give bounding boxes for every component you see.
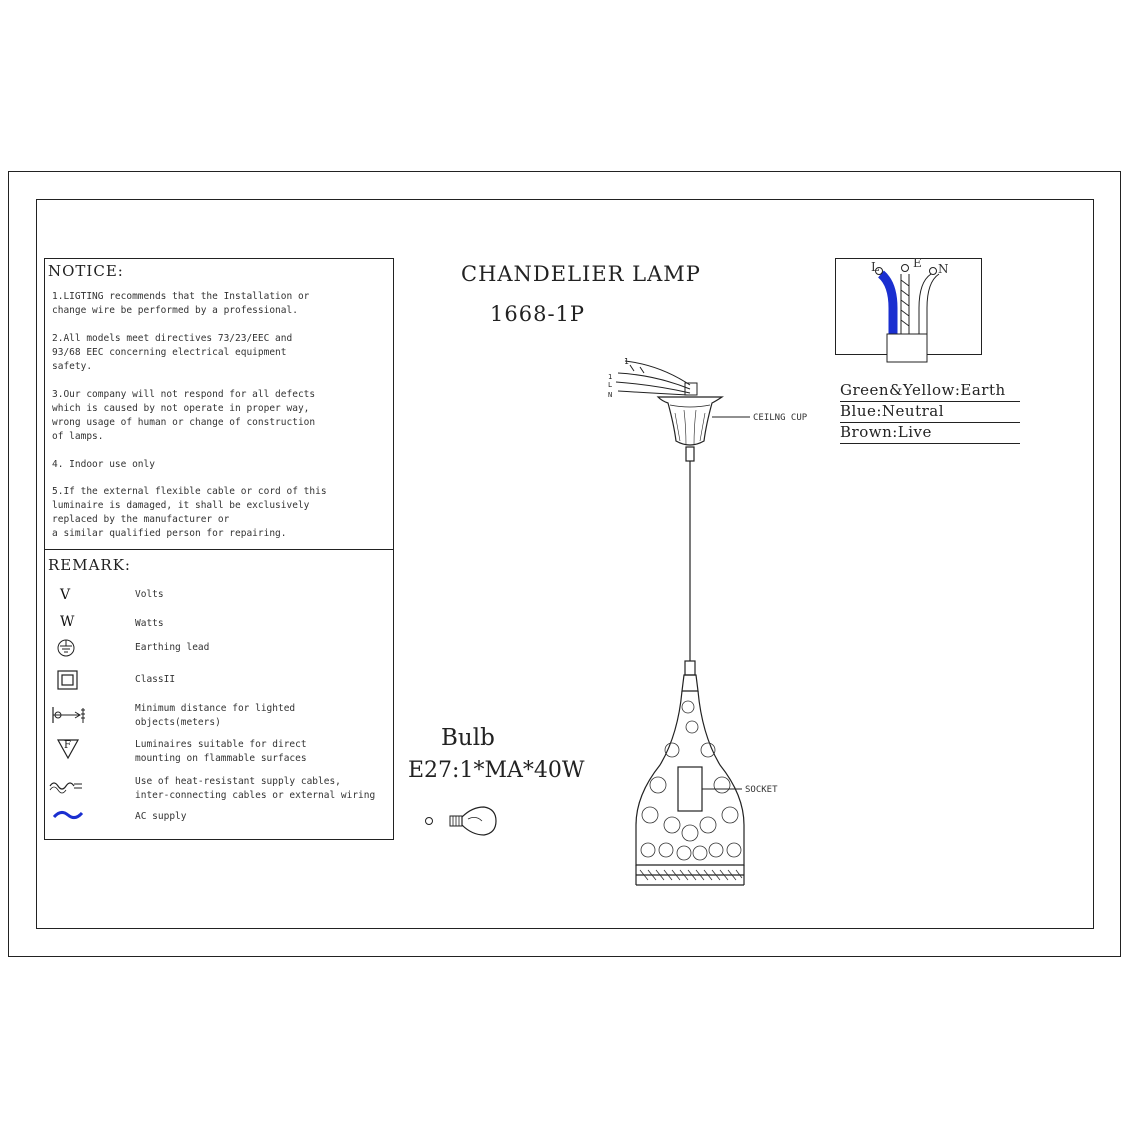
legend-neutral: Blue:Neutral — [840, 402, 1020, 423]
notice-item-5: 5.If the external flexible cable or cord… — [52, 486, 327, 539]
remark-volts: Volts — [135, 589, 164, 600]
terminal-l: L — [871, 260, 879, 274]
notice-item-4: 4. Indoor use only — [52, 459, 155, 470]
ceiling-cup — [656, 396, 724, 462]
remark-class-ii: ClassII — [135, 674, 176, 685]
terminal-n: N — [938, 262, 949, 276]
watts-symbol: W — [60, 614, 75, 630]
earthing-lead-icon — [57, 639, 75, 657]
legend-live: Brown:Live — [840, 423, 1020, 444]
volts-symbol: V — [60, 587, 71, 603]
bulb-spec: E27:1*MA*40W — [408, 758, 585, 783]
ceiling-cup-label: CEILNG CUP — [753, 413, 808, 423]
outer-border — [8, 171, 1121, 957]
ac-supply-icon — [52, 810, 84, 820]
model-number: 1668-1P — [490, 302, 586, 326]
socket-label: SOCKET — [745, 785, 778, 795]
remark-watts: Watts — [135, 618, 164, 629]
inner-border — [36, 199, 1094, 929]
remark-heat-cable: Use of heat-resistant supply cables, int… — [135, 776, 376, 801]
svg-text:1: 1 — [624, 357, 629, 366]
flammable-letter: F — [64, 740, 71, 751]
shade-pattern — [639, 700, 743, 881]
legend-earth: Green&Yellow:Earth — [840, 381, 1020, 402]
notice-heading: NOTICE: — [48, 262, 124, 280]
svg-text:N: N — [608, 391, 612, 399]
panel-divider — [44, 549, 394, 550]
notice-item-2: 2.All models meet directives 73/23/EEC a… — [52, 333, 293, 372]
wiring-diagram — [835, 258, 982, 363]
bulb-label: Bulb — [441, 725, 495, 751]
remark-heading: REMARK: — [48, 556, 131, 574]
notice-item-1: 1.LIGTING recommends that the Installati… — [52, 291, 310, 316]
supply-wires — [615, 360, 691, 396]
lamp-shade — [635, 660, 745, 886]
remark-minimum-distance: Minimum distance for lighted objects(met… — [135, 703, 296, 728]
flammable-surface-icon — [56, 739, 80, 760]
remark-ac-supply: AC supply — [135, 811, 187, 822]
remark-flammable: Luminaires suitable for direct mounting … — [135, 739, 307, 764]
svg-text:1: 1 — [608, 373, 612, 381]
heat-resistant-cable-icon — [49, 782, 82, 794]
bulb-icon — [425, 806, 497, 836]
svg-text:L: L — [608, 381, 612, 389]
terminal-e: E — [913, 256, 922, 270]
lamp-drawing: 1 1 L N — [608, 357, 750, 886]
page-title: CHANDELIER LAMP — [461, 262, 701, 286]
minimum-distance-icon — [52, 707, 85, 723]
class-ii-icon — [57, 670, 78, 690]
notice-item-3: 3.Our company will not respond for all d… — [52, 389, 316, 442]
remark-earthing: Earthing lead — [135, 642, 210, 653]
